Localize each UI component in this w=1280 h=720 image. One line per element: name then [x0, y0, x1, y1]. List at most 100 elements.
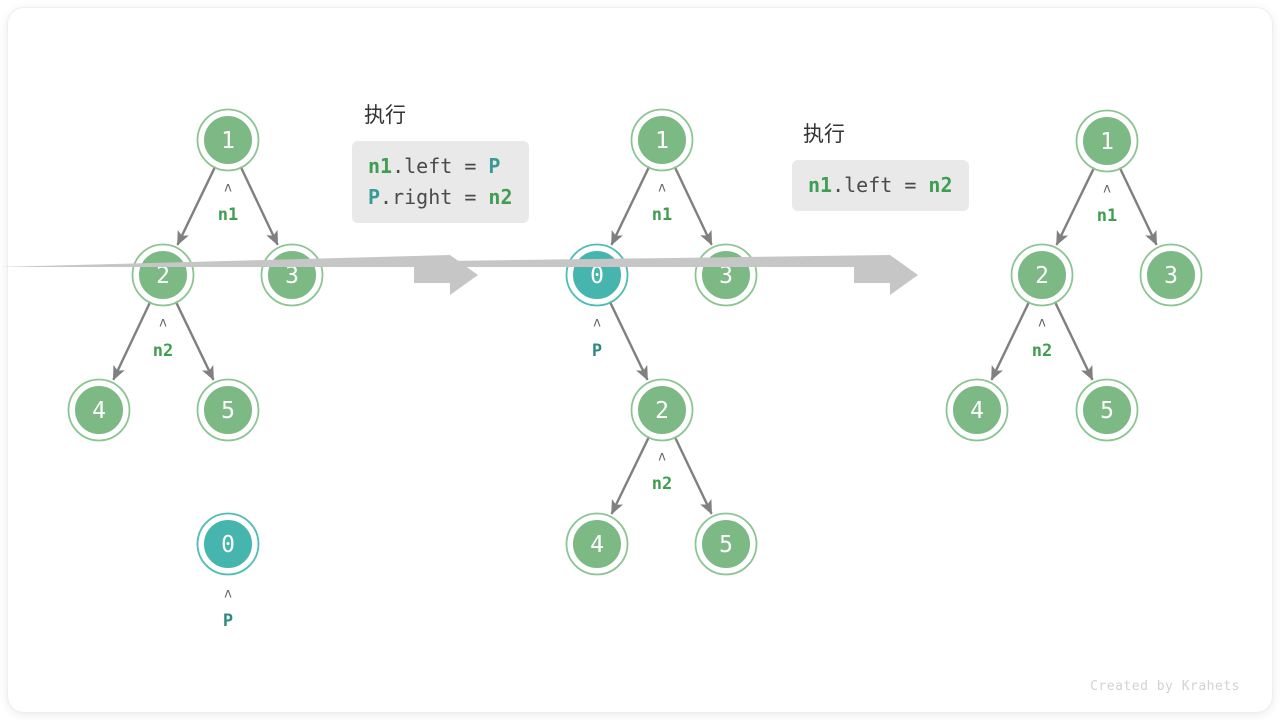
node-body	[951, 384, 1003, 436]
tree-node-3[interactable]: 3	[1139, 243, 1203, 307]
tree-edge	[610, 166, 651, 246]
node-value-label: 2	[156, 263, 170, 289]
credit-text: Created by Krahets	[1090, 679, 1240, 694]
node-outer-ring	[67, 378, 131, 442]
tree-node-5[interactable]: 5	[694, 512, 758, 576]
tree-edge	[112, 301, 152, 381]
node-body	[1081, 115, 1133, 167]
node-value-label: 5	[221, 398, 235, 424]
node-outer-ring	[1075, 109, 1139, 173]
node-outer-ring	[196, 108, 260, 172]
node-outer-ring	[196, 512, 260, 576]
code-line: n1.left = n2	[808, 170, 953, 201]
pointer-n2-label: n2	[153, 341, 173, 361]
tree-node-4[interactable]: 4	[945, 378, 1009, 442]
pointer-caret-icon: ʌ	[224, 181, 232, 196]
tree-node-2[interactable]: 2	[630, 378, 694, 442]
pointer-n2-label: n2	[1032, 341, 1052, 361]
tree-node-1[interactable]: 1	[1075, 109, 1139, 173]
pointer-n2-label: n2	[652, 474, 672, 494]
node-body	[202, 518, 254, 570]
tree-node-0[interactable]: 0	[196, 512, 260, 576]
node-body	[1081, 384, 1133, 436]
node-value-label: 5	[1100, 398, 1114, 424]
tree-node-2[interactable]: 2	[131, 243, 195, 307]
tree-node-3[interactable]: 3	[694, 243, 758, 307]
step-arrow-2	[0, 255, 918, 295]
tree-node-0[interactable]: 0	[565, 243, 629, 307]
code-token: n1	[368, 154, 393, 178]
node-outer-ring	[565, 243, 629, 307]
tree-edge	[1055, 167, 1096, 246]
tree-node-5[interactable]: 5	[1075, 378, 1139, 442]
node-body	[73, 384, 125, 436]
node-outer-ring	[131, 243, 195, 307]
code-token: P	[488, 154, 501, 178]
code-token: P	[368, 185, 381, 209]
tree-node-4[interactable]: 4	[67, 378, 131, 442]
pointer-caret-icon: ʌ	[224, 587, 232, 602]
step-arrow-1	[0, 255, 478, 295]
node-outer-ring	[196, 378, 260, 442]
node-value-label: 0	[221, 532, 235, 558]
code-token: n2	[928, 173, 953, 197]
node-outer-ring	[630, 378, 694, 442]
node-body	[1145, 249, 1197, 301]
node-body	[202, 114, 254, 166]
code-token: .left =	[832, 173, 929, 197]
node-outer-ring	[1010, 243, 1074, 307]
tree-node-1[interactable]: 1	[630, 108, 694, 172]
code-token: .left =	[392, 154, 489, 178]
pointer-caret-icon: ʌ	[159, 316, 167, 331]
node-value-label: 5	[719, 532, 733, 558]
node-body	[571, 518, 623, 570]
tree-edge	[990, 301, 1031, 381]
node-value-label: 1	[655, 128, 669, 154]
tree-edge	[610, 436, 651, 515]
pointer-n1-label: n1	[652, 205, 672, 225]
node-value-label: 2	[1035, 263, 1049, 289]
node-outer-ring	[1075, 378, 1139, 442]
tree-edge	[1053, 301, 1094, 381]
node-body	[1016, 249, 1068, 301]
tree-node-1[interactable]: 1	[196, 108, 260, 172]
node-value-label: 4	[590, 532, 604, 558]
node-outer-ring	[260, 243, 324, 307]
tree-edge	[174, 301, 215, 381]
code-line: P.right = n2	[368, 182, 513, 213]
tree-node-3[interactable]: 3	[260, 243, 324, 307]
tree-edge	[673, 436, 713, 515]
node-value-label: 4	[970, 398, 984, 424]
tree-node-2[interactable]: 2	[1010, 243, 1074, 307]
pointer-n1-label: n1	[1097, 206, 1117, 226]
tree-edge	[176, 166, 217, 246]
node-outer-ring	[630, 108, 694, 172]
exec-heading-after-remove: 执行	[803, 122, 845, 146]
pointer-caret-icon: ʌ	[593, 316, 601, 331]
node-body	[700, 518, 752, 570]
node-outer-ring	[694, 512, 758, 576]
node-body	[636, 114, 688, 166]
pointer-n1-label: n1	[218, 205, 238, 225]
node-value-label: 3	[285, 263, 299, 289]
node-value-label: 3	[719, 263, 733, 289]
tree-node-5[interactable]: 5	[196, 378, 260, 442]
node-outer-ring	[945, 378, 1009, 442]
tree-edge	[1118, 167, 1158, 246]
code-token: n2	[488, 185, 513, 209]
node-body	[202, 384, 254, 436]
pointer-caret-icon: ʌ	[658, 181, 666, 196]
node-outer-ring	[1139, 243, 1203, 307]
node-value-label: 0	[590, 263, 604, 289]
tree-node-4[interactable]: 4	[565, 512, 629, 576]
code-block-after-remove: n1.left = n2	[792, 160, 969, 211]
pointer-caret-icon: ʌ	[1038, 316, 1046, 331]
pointer-p-label: P	[592, 341, 602, 361]
code-token: .right =	[380, 185, 489, 209]
node-value-label: 2	[655, 398, 669, 424]
code-line: n1.left = P	[368, 151, 513, 182]
node-outer-ring	[694, 243, 758, 307]
